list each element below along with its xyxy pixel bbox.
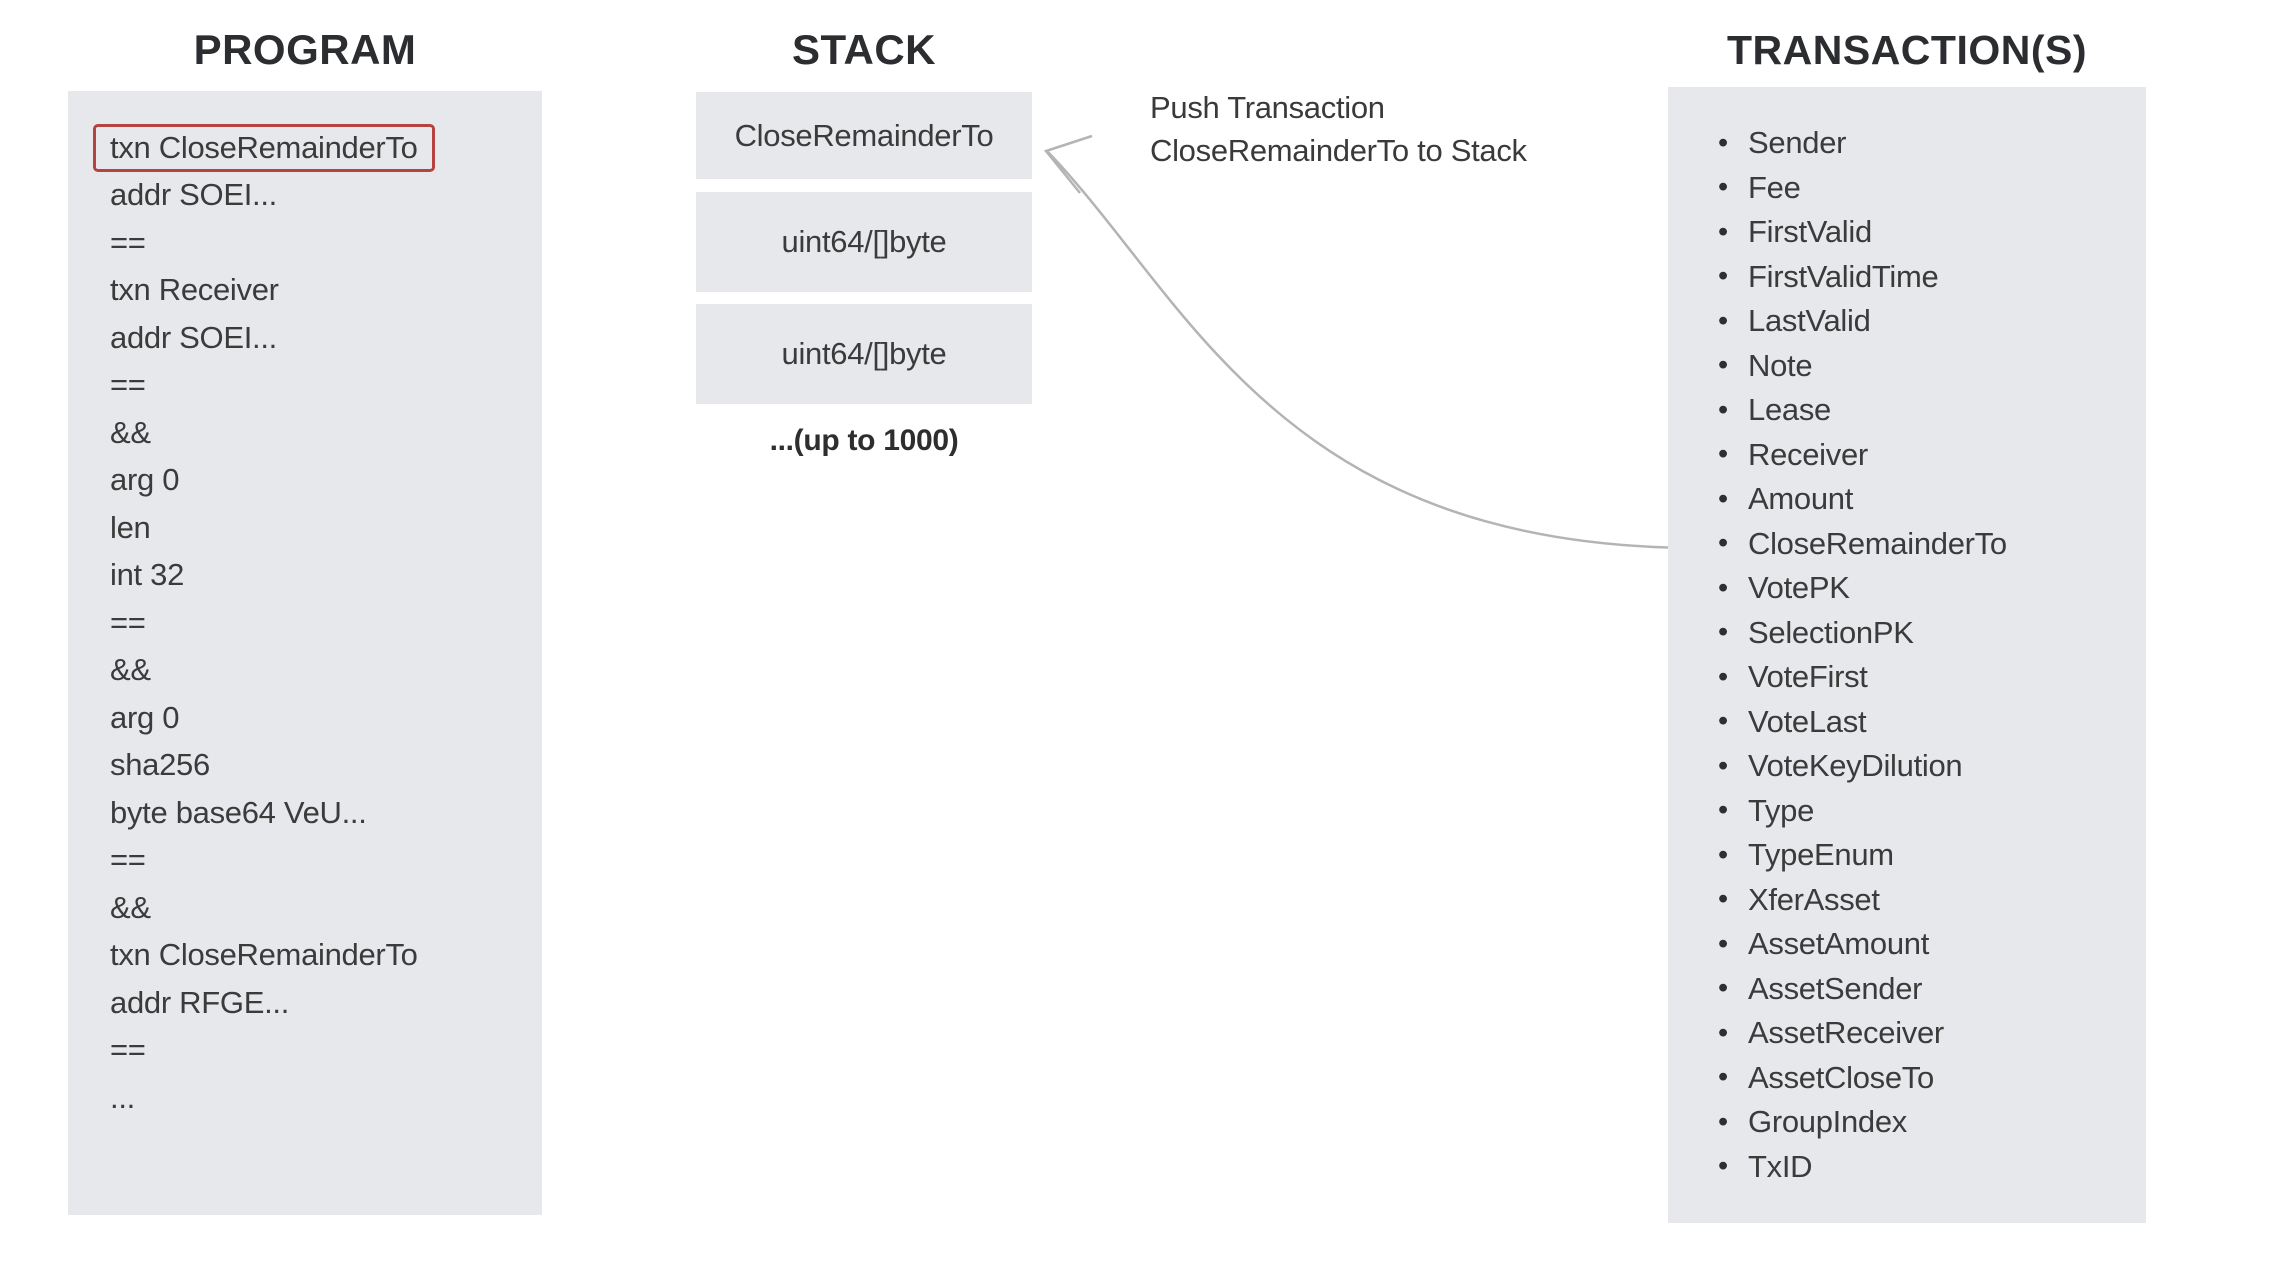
program-line: txn CloseRemainderTo <box>93 123 530 172</box>
program-line: arg 0 <box>110 462 180 498</box>
bullet-icon: • <box>1718 1105 1728 1138</box>
program-line: int 32 <box>110 557 185 593</box>
program-title: PROGRAM <box>193 26 417 73</box>
push-arrow-head-icon <box>1043 134 1093 194</box>
bullet-icon: • <box>1718 527 1728 560</box>
program-line: addr RFGE... <box>110 984 290 1020</box>
bullet-icon: • <box>1718 260 1728 293</box>
program-line: == <box>110 1032 146 1068</box>
program-line: txn Receiver <box>110 272 279 308</box>
bullet-icon: • <box>1718 749 1728 782</box>
transaction-field-item: • AssetCloseTo <box>1718 1059 1934 1095</box>
bullet-icon: • <box>1718 1061 1728 1094</box>
program-line: byte base64 VeU... <box>110 794 367 830</box>
program-line: sha256 <box>110 747 210 783</box>
program-box: txn CloseRemainderTo addr SOEI... == txn Re… <box>68 91 542 1215</box>
bullet-icon: • <box>1718 883 1728 916</box>
program-line: len <box>110 509 151 545</box>
transaction-field-item: • Note <box>1718 347 1813 383</box>
program-line: && <box>110 414 151 450</box>
bullet-icon: • <box>1718 126 1728 159</box>
transaction-field-item: • FirstValid <box>1718 214 1872 250</box>
program-line: txn CloseRemainderTo <box>110 937 418 973</box>
stack-title: STACK <box>791 26 937 73</box>
program-line: addr SOEI... <box>110 177 277 213</box>
program-line: == <box>110 842 146 878</box>
transaction-field-item: • VoteLast <box>1718 703 1867 739</box>
transactions-box: • Sender • Fee • FirstValid • FirstValid… <box>1668 87 2146 1223</box>
transaction-field-item: • TxID <box>1718 1148 1813 1184</box>
stack-slot: uint64/[]byte <box>696 304 1032 404</box>
transactions-title: TRANSACTION(S) <box>1726 27 2088 73</box>
program-lines: txn CloseRemainderTo addr SOEI... == txn Re… <box>93 123 530 1122</box>
push-annotation: Push Transaction CloseRemainderTo to Sta… <box>1150 86 1527 172</box>
transaction-field-item: • Fee <box>1718 169 1801 205</box>
program-line: == <box>110 604 146 640</box>
transaction-field-item: • VoteKeyDilution <box>1718 748 1963 784</box>
program-line: == <box>110 367 146 403</box>
program-line: && <box>110 652 151 688</box>
bullet-icon: • <box>1718 393 1728 426</box>
transaction-field-item: • SelectionPK <box>1718 614 1914 650</box>
bullet-icon: • <box>1718 438 1728 471</box>
transaction-field-item: • XferAsset <box>1718 881 1880 917</box>
transaction-field-item: • AssetAmount <box>1718 926 1930 962</box>
bullet-icon: • <box>1718 794 1728 827</box>
program-line: ... <box>110 1079 135 1115</box>
program-line: arg 0 <box>110 699 180 735</box>
program-line: == <box>110 224 146 260</box>
program-line: && <box>110 889 151 925</box>
transaction-field-item: • FirstValidTime <box>1718 258 1939 294</box>
bullet-icon: • <box>1718 972 1728 1005</box>
bullet-icon: • <box>1718 838 1728 871</box>
transaction-field-item: • AssetReceiver <box>1718 1015 1944 1051</box>
program-line: addr SOEI... <box>110 319 277 355</box>
bullet-icon: • <box>1718 705 1728 738</box>
stack-slot: CloseRemainderTo <box>696 92 1032 179</box>
push-annotation-line1: Push Transaction <box>1150 90 1385 125</box>
bullet-icon: • <box>1718 571 1728 604</box>
stack-column: CloseRemainderTo uint64/[]byte uint64/[]by… <box>696 92 1032 416</box>
transaction-field-item: • LastValid <box>1718 303 1871 339</box>
transaction-field-item: • GroupIndex <box>1718 1104 1907 1140</box>
bullet-icon: • <box>1718 215 1728 248</box>
bullet-icon: • <box>1718 660 1728 693</box>
bullet-icon: • <box>1718 927 1728 960</box>
transaction-field-item: • TypeEnum <box>1718 837 1894 873</box>
transaction-field-item: • Amount <box>1718 481 1854 517</box>
transaction-field-item: • Type <box>1718 792 1815 828</box>
bullet-icon: • <box>1718 1150 1728 1183</box>
bullet-icon: • <box>1718 1016 1728 1049</box>
transaction-field-item: • Lease <box>1718 392 1831 428</box>
push-arrow-shaft <box>1047 151 1701 550</box>
stack-capacity-caption: ...(up to 1000) <box>769 424 959 457</box>
transaction-field-item: • AssetSender <box>1718 970 1923 1006</box>
transaction-field-item: • VoteFirst <box>1718 659 1868 695</box>
stack-slot: uint64/[]byte <box>696 192 1032 292</box>
bullet-icon: • <box>1718 349 1728 382</box>
bullet-icon: • <box>1718 304 1728 337</box>
transaction-field-item: • Receiver <box>1718 436 1868 472</box>
bullet-icon: • <box>1718 616 1728 649</box>
transaction-field-item: • CloseRemainderTo <box>1718 525 2007 561</box>
bullet-icon: • <box>1718 171 1728 204</box>
transaction-field-item: • Sender <box>1718 125 1847 161</box>
bullet-icon: • <box>1718 482 1728 515</box>
push-annotation-line2: CloseRemainderTo to Stack <box>1150 133 1527 168</box>
transaction-field-item: • VotePK <box>1718 570 1850 606</box>
transaction-fields: • Sender • Fee • FirstValid • FirstValid… <box>1718 121 2128 1189</box>
